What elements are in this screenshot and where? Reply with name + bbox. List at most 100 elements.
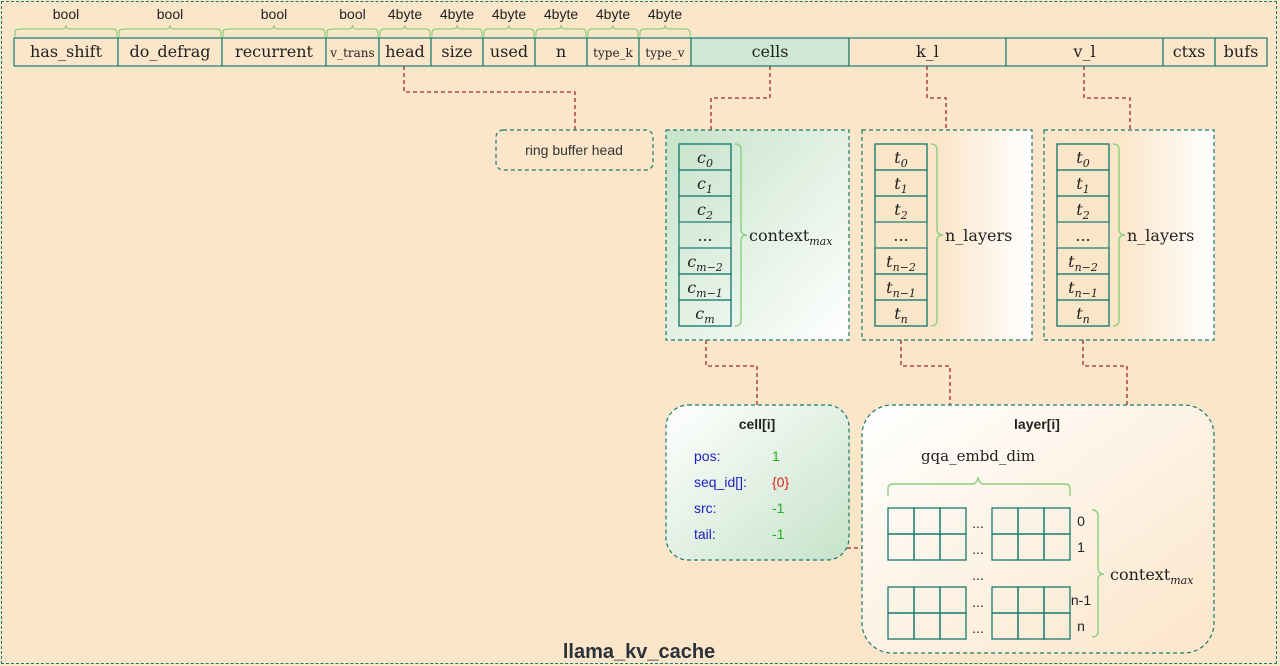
array-element: t2 (874, 195, 928, 223)
layer-row-label: 1 (1077, 539, 1085, 555)
brace-label-text: context (749, 226, 810, 245)
cell-field-value: -1 (772, 500, 785, 516)
array-element-label: t2 (894, 200, 907, 222)
field-type-label: bool (261, 6, 287, 22)
element-base: t (1076, 148, 1083, 167)
array-container (665, 129, 850, 341)
cell-field-key: seq_id[]: (694, 474, 747, 490)
layer-row-label: n (1077, 618, 1085, 634)
cell-detail-connector (705, 326, 758, 405)
element-subscript: 1 (1083, 183, 1090, 196)
field-name: v_l (1072, 42, 1095, 61)
element-base: t (1076, 304, 1083, 323)
element-subscript: 0 (1083, 157, 1090, 170)
field-name: size (441, 42, 472, 61)
cell-field-row: tail:-1 (694, 526, 785, 542)
element-subscript: m−2 (696, 261, 723, 274)
array-element-label: t1 (894, 174, 907, 196)
element-subscript: n−2 (893, 261, 916, 274)
field-head: head (378, 37, 432, 67)
field-cell (482, 37, 536, 67)
layer-col-ellipsis: ... (972, 541, 984, 557)
field-name: ctxs (1173, 42, 1206, 61)
field-type-brace (222, 24, 326, 37)
array-element: cm (678, 299, 732, 327)
vl-connector (1083, 66, 1131, 130)
brace-label-text: n_layers (1127, 226, 1194, 245)
element-base: c (687, 252, 696, 271)
element-subscript: 0 (706, 157, 713, 170)
element-base: c (697, 148, 706, 167)
field-type-brace (379, 24, 431, 37)
field-type-brace (535, 24, 587, 37)
field-cell (638, 37, 692, 67)
array-element-label: t1 (1076, 174, 1089, 196)
field-type-label: bool (53, 6, 79, 22)
element-subscript: n−1 (893, 287, 916, 300)
array-element-box (678, 195, 732, 223)
field-name: n (556, 42, 566, 61)
field-name: k_l (916, 42, 939, 61)
array-element: tn−1 (874, 273, 928, 301)
element-subscript: n (901, 313, 908, 326)
array-brace (1112, 143, 1126, 327)
element-base: ... (697, 226, 712, 245)
array-element-label: ... (893, 226, 908, 245)
element-subscript: n−1 (1075, 287, 1098, 300)
cell-field-key: tail: (694, 526, 716, 542)
head-to-ring-connector (403, 66, 576, 130)
field-type-brace (14, 24, 118, 37)
layer-context-label: contextmax (1110, 565, 1194, 587)
array-element-box (874, 299, 928, 327)
field-cell (534, 37, 588, 67)
element-base: t (886, 252, 893, 271)
array-element-label: t2 (1076, 200, 1089, 222)
field-type-braces (14, 24, 691, 37)
field-cell (1214, 37, 1268, 67)
element-base: c (697, 174, 706, 193)
element-base: t (1076, 200, 1083, 219)
field-name: type_k (593, 46, 633, 60)
element-subscript: m−1 (696, 287, 723, 300)
field-type-label: 4byte (544, 6, 578, 22)
element-base: t (1068, 252, 1075, 271)
array-element-box (678, 299, 732, 327)
array-element: t2 (1056, 195, 1110, 223)
field-name: v_trans (329, 46, 374, 60)
array-element: tn (874, 299, 928, 327)
array-element-label: t0 (894, 148, 907, 170)
array-element: c2 (678, 195, 732, 223)
field-type-brace (326, 24, 379, 37)
array-container (861, 129, 1033, 341)
field-type-label: bool (339, 6, 365, 22)
array-element: cm−2 (678, 247, 732, 275)
layer-row-label: n-1 (1071, 592, 1091, 608)
field-type-brace (639, 24, 691, 37)
field-name: do_defrag (130, 42, 211, 61)
brace-label-subscript: max (809, 235, 833, 248)
field-do-defrag: do_defrag (117, 37, 223, 67)
field-type-label: 4byte (648, 6, 682, 22)
cell-field-row: seq_id[]:{0} (694, 474, 789, 490)
array-brace-label: contextmax (749, 226, 833, 248)
array-element-label: tn−1 (1068, 278, 1098, 300)
cell-field-row: src:-1 (694, 500, 785, 516)
cell-field-row: pos:1 (694, 448, 780, 464)
layer-col-ellipsis: ... (972, 515, 984, 531)
field-cell (325, 37, 380, 67)
field-name: recurrent (235, 42, 313, 61)
field-type-brace (483, 24, 535, 37)
array-element-label: c1 (697, 174, 713, 196)
element-base: t (894, 148, 901, 167)
layer-grid-cell (1043, 612, 1071, 640)
array-element: ... (893, 226, 908, 245)
field-type-label: 4byte (492, 6, 526, 22)
field-type-v: type_v (638, 37, 692, 67)
context-label-subscript: max (1170, 574, 1194, 587)
field-name: bufs (1224, 42, 1259, 61)
brace-label-text: n_layers (945, 226, 1012, 245)
